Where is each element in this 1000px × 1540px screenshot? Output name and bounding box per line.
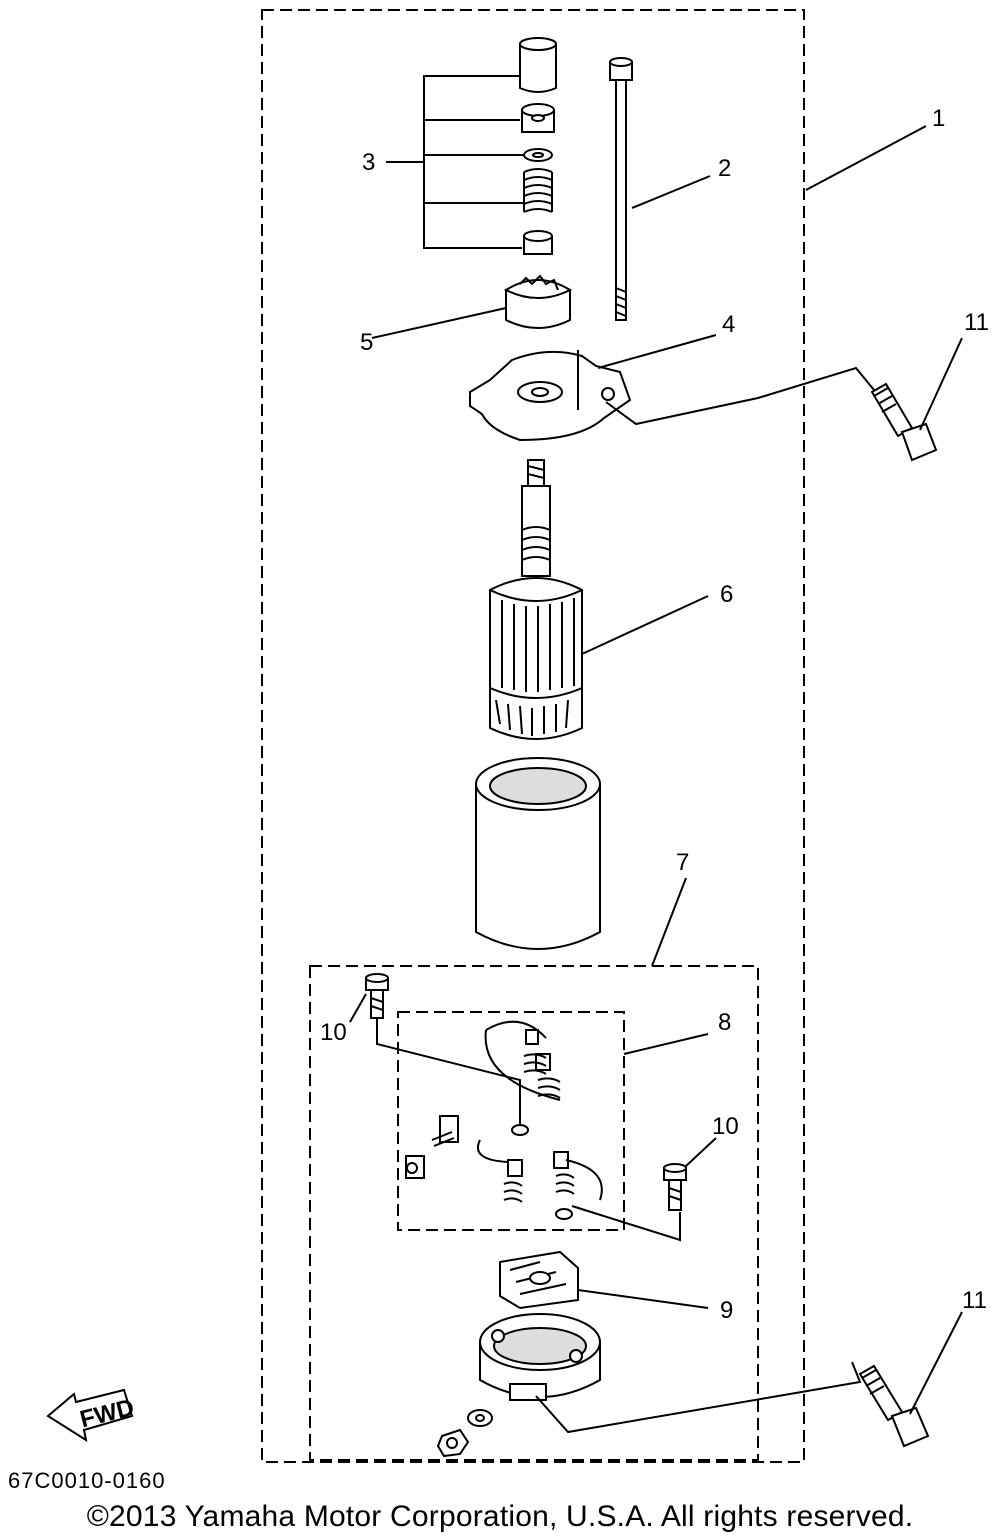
- part-code: 67C0010-0160: [8, 1468, 166, 1493]
- end-cover: [436, 1313, 601, 1458]
- assembly-boundary: [261, 9, 805, 1463]
- yoke-housing: [475, 757, 687, 967]
- copyright-footer: ©2013 Yamaha Motor Corporation, U.S.A. A…: [86, 1500, 914, 1533]
- callout-7: 7: [676, 849, 689, 876]
- subassembly-8-boundary: [397, 1011, 625, 1231]
- part-5-pinion: [371, 274, 573, 339]
- part-11-bolt-upper: [605, 337, 963, 462]
- callout-6: 6: [720, 581, 733, 608]
- subassembly-7-boundary: [309, 965, 759, 1461]
- part-3-group: [386, 37, 557, 255]
- part-8-brushes: [405, 1020, 709, 1220]
- callout-10-left: 10: [320, 1019, 347, 1046]
- part-10-bolt-left: [349, 973, 521, 1128]
- callout-9: 9: [720, 1297, 733, 1324]
- callout-11-lower: 11: [962, 1287, 987, 1314]
- part-10-bolt-right: [571, 1137, 717, 1242]
- fwd-arrow-icon: FWD: [46, 1388, 137, 1443]
- part-4-bracket: [469, 334, 717, 442]
- part-11-bolt-lower: [535, 1311, 963, 1448]
- part-6-armature: [489, 459, 709, 740]
- callout-10-right: 10: [712, 1113, 739, 1140]
- callout-5: 5: [360, 329, 373, 356]
- part-2-through-bolt: [609, 57, 711, 321]
- callout-2: 2: [718, 155, 731, 182]
- callout-8: 8: [718, 1009, 731, 1036]
- part-9-brush-plate: [499, 1250, 709, 1310]
- callout-11-upper: 11: [964, 309, 989, 336]
- callout-3: 3: [362, 149, 375, 176]
- callout-4: 4: [722, 311, 735, 338]
- callout-1: 1: [932, 105, 945, 132]
